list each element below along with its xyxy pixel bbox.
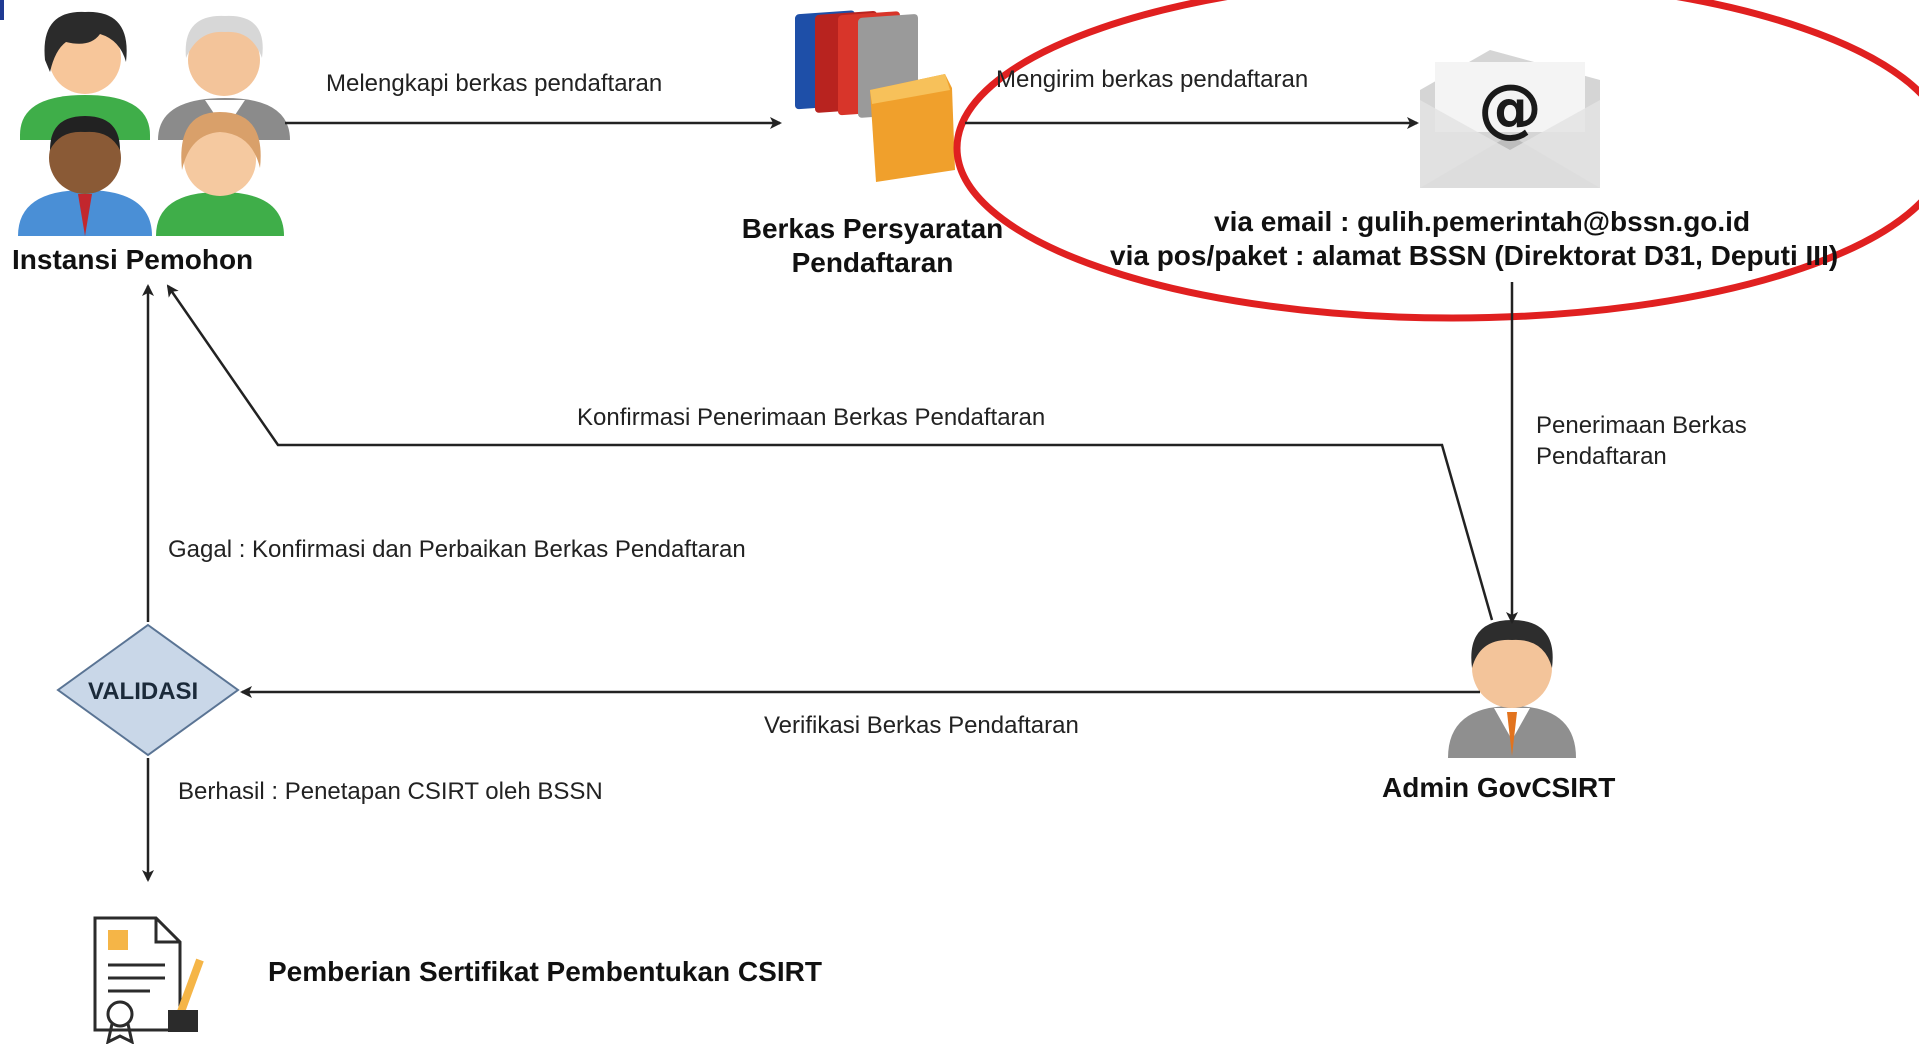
registration-files-line1: Berkas Persyaratan [741,213,1004,244]
applicant-label: Instansi Pemohon [12,244,254,275]
flow-verify-label: Verifikasi Berkas Pendaftaran [764,712,1079,739]
people-group-icon [18,11,290,236]
svg-text:@: @ [1478,72,1542,146]
flow-receive-line2: Pendaftaran [1536,443,1667,470]
validasi-diamond [56,623,240,757]
admin-person-icon [1448,620,1576,758]
flow-receive-line1: Penerimaan Berkas [1536,412,1747,439]
submission-post-line: via pos/paket : alamat BSSN (Direktorat … [1110,240,1839,271]
flow-receive-label: Penerimaan Berkas Pendaftaran [1536,410,1747,472]
corner-mark [0,0,4,20]
flow-complete-files-label: Melengkapi berkas pendaftaran [326,70,663,97]
folders-icon [795,10,955,182]
email-envelope-icon: @ [1420,50,1600,188]
certificate-label: Pemberian Sertifikat Pembentukan CSIRT [268,956,822,987]
highlight-ellipse [953,0,1919,322]
flow-success-label: Berhasil : Penetapan CSIRT oleh BSSN [178,778,603,805]
submission-email-line: via email : gulih.pemerintah@bssn.go.id [1214,206,1751,237]
registration-files-label: Berkas Persyaratan Pendaftaran [720,213,1025,279]
admin-label: Admin GovCSIRT [1382,772,1616,803]
arrow-confirm-receipt [166,284,1494,621]
flow-confirm-receipt-label: Konfirmasi Penerimaan Berkas Pendaftaran [577,404,1046,431]
flow-send-files-label: Mengirim berkas pendaftaran [996,66,1309,93]
flow-fail-label: Gagal : Konfirmasi dan Perbaikan Berkas … [168,536,746,563]
registration-files-line2: Pendaftaran [791,247,954,278]
certificate-icon [93,916,204,1044]
validasi-label: VALIDASI [88,678,199,705]
